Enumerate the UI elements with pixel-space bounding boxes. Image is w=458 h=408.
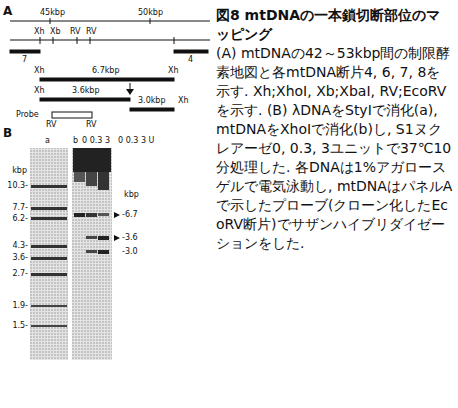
lane-label: 0 0.3 3 U xyxy=(118,136,154,146)
size-marker: 10.3- xyxy=(7,181,28,191)
size-marker: 6.2- xyxy=(12,214,28,224)
site-label: Xh xyxy=(168,66,179,76)
site-label: RV xyxy=(86,120,97,130)
fragment-size: 6.7kbp xyxy=(92,66,120,76)
lane-label: 0 0.3 3 xyxy=(82,136,110,146)
lane-label: b xyxy=(73,136,78,146)
size-marker: 7.7- xyxy=(12,203,28,213)
size-marker: 1.5- xyxy=(12,321,28,331)
site-label: Xh xyxy=(178,96,189,106)
size-marker: -6.7 xyxy=(122,210,138,220)
size-marker: 1.9- xyxy=(12,301,28,311)
fragment-size: 3.0kbp xyxy=(138,96,166,106)
size-marker: -3.6 xyxy=(122,233,138,243)
site-label: Xh xyxy=(34,86,45,96)
unit-label: kbp xyxy=(12,166,27,176)
site-label: RV xyxy=(70,27,81,37)
unit-label: kbp xyxy=(124,190,139,200)
lane-label: a xyxy=(45,136,50,146)
size-marker: 3.6- xyxy=(12,253,28,263)
site-label: RV xyxy=(86,27,97,37)
caption-column: 図8 mtDNAの一本鎖切断部位のマッピング(A) mtDNAの42～53kbp… xyxy=(216,6,454,253)
site-label: RV xyxy=(46,120,57,130)
gel-a xyxy=(30,148,68,360)
fragment-number: 7 xyxy=(22,55,27,65)
restriction-map xyxy=(10,18,210,118)
size-marker: -3.0 xyxy=(122,247,138,257)
site-label: Xh xyxy=(34,27,45,37)
figure-title: 図8 mtDNAの一本鎖切断部位のマッピング xyxy=(216,6,454,44)
probe-label: Probe xyxy=(16,110,39,120)
figure-caption: (A) mtDNAの42～53kbp間の制限酵素地図と各mtDNA断片4, 6,… xyxy=(216,44,454,253)
fragment-size: 3.6kbp xyxy=(72,86,100,96)
site-label: Xb xyxy=(50,27,61,37)
gel-b xyxy=(72,148,120,360)
scale-label: 45kbp xyxy=(40,8,65,18)
fragment-number: 4 xyxy=(188,55,193,65)
panel-letter: B xyxy=(3,126,12,140)
scale-label: 50kbp xyxy=(138,8,163,18)
size-marker: 2.7- xyxy=(12,269,28,279)
site-label: Xh xyxy=(34,66,45,76)
size-marker: 4.3- xyxy=(12,241,28,251)
panel-letter: A xyxy=(3,4,12,18)
